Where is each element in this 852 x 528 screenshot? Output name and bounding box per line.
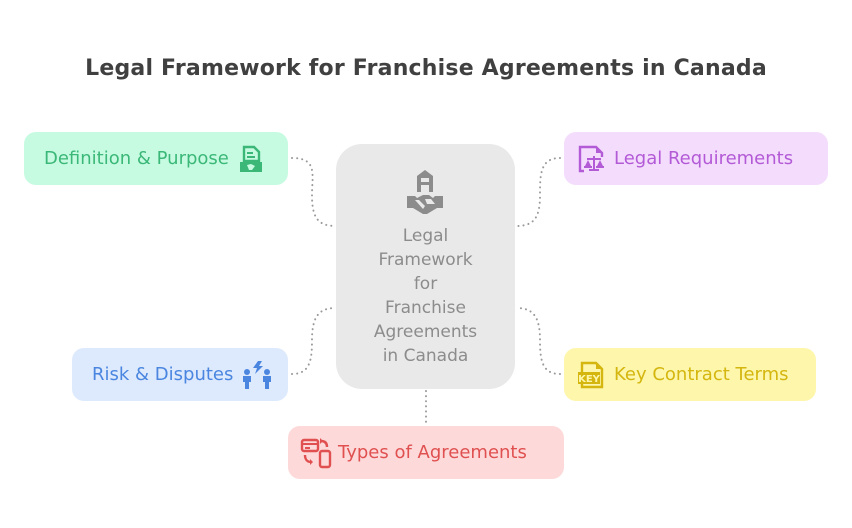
diagram-title: Legal Framework for Franchise Agreements…	[85, 56, 767, 81]
key-file-icon: KEY	[578, 361, 604, 388]
connector-key	[515, 307, 561, 375]
center-line: in Canada	[382, 346, 469, 366]
card-phone-exchange-icon	[300, 437, 332, 468]
center-line: Legal	[402, 226, 449, 246]
center-line: Franchise	[385, 298, 466, 318]
node-label: Definition & Purpose	[44, 148, 229, 169]
node-label: Risk & Disputes	[92, 364, 234, 385]
center-line: Framework	[378, 250, 473, 270]
document-scales-icon	[578, 145, 604, 172]
center-line: Agreements	[373, 322, 478, 342]
node-definition-purpose[interactable]: Definition & Purpose	[24, 132, 288, 185]
central-topic[interactable]: Legal Framework for Franchise Agreements…	[336, 144, 515, 389]
document-handshake-icon	[239, 145, 262, 172]
node-label: Types of Agreements	[338, 442, 527, 463]
people-conflict-icon	[243, 360, 272, 389]
center-line: for	[413, 274, 438, 294]
node-label: Key Contract Terms	[614, 364, 789, 385]
connector-risk	[291, 307, 337, 375]
connector-definition	[291, 157, 337, 227]
node-legal-requirements[interactable]: Legal Requirements	[564, 132, 828, 185]
node-types-of-agreements[interactable]: Types of Agreements	[288, 426, 564, 479]
node-risk-disputes[interactable]: Risk & Disputes	[72, 348, 288, 401]
node-key-contract-terms[interactable]: KEY Key Contract Terms	[564, 348, 816, 401]
svg-text:KEY: KEY	[578, 374, 601, 385]
node-label: Legal Requirements	[614, 148, 794, 169]
connector-legal	[515, 157, 561, 227]
central-topic-label: Legal Framework for Franchise Agreements…	[336, 224, 515, 368]
building-handshake-icon	[407, 170, 443, 214]
